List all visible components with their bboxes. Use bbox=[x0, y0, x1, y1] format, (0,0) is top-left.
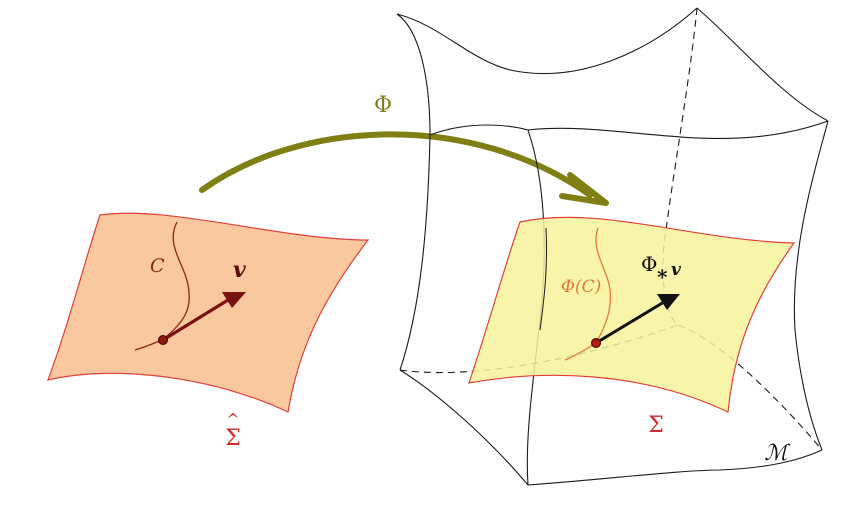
target-surface bbox=[468, 216, 796, 413]
source-point bbox=[158, 335, 168, 345]
label-curve-c: C bbox=[150, 255, 165, 277]
target-surface-group: Φ(C) Φ * v Σ bbox=[468, 216, 796, 438]
label-phi-map: Φ bbox=[374, 93, 392, 118]
label-sigma: Σ bbox=[648, 413, 664, 438]
label-pushforward-star: * bbox=[657, 265, 668, 289]
manifold-bottom-front-edge bbox=[527, 449, 823, 486]
label-pushforward-v: v bbox=[671, 260, 682, 280]
pushforward-vector-head bbox=[657, 294, 680, 310]
vector-v-shaft bbox=[162, 298, 229, 342]
manifold-top-right-edge bbox=[696, 7, 829, 122]
label-vector-v: v bbox=[233, 257, 246, 283]
target-point bbox=[591, 338, 601, 348]
map-arrow-head bbox=[559, 172, 609, 206]
manifold-edge-through-surface bbox=[539, 227, 548, 331]
vector-v-head bbox=[222, 292, 246, 308]
label-pushforward-phi: Φ bbox=[641, 252, 657, 276]
label-sigma-hat: Σ bbox=[225, 426, 241, 451]
source-surface-group: C v ^ Σ bbox=[47, 212, 370, 451]
manifold-top-front-edge bbox=[396, 7, 698, 74]
label-image-curve: Φ(C) bbox=[561, 277, 601, 297]
pushforward-vector-shaft bbox=[595, 300, 665, 345]
manifold-top-back-edge bbox=[429, 120, 829, 139]
manifold-right-edge bbox=[793, 120, 829, 451]
map-arrow-group: Φ bbox=[199, 93, 609, 206]
manifold-bottom-left-edge bbox=[399, 369, 529, 486]
manifold-left-front-edge bbox=[396, 13, 431, 371]
map-arrow-curve bbox=[199, 131, 593, 198]
label-manifold: ℳ bbox=[764, 441, 791, 466]
curve-c bbox=[134, 221, 190, 351]
label-sigma-hat-accent: ^ bbox=[226, 410, 239, 429]
image-curve bbox=[564, 227, 612, 361]
